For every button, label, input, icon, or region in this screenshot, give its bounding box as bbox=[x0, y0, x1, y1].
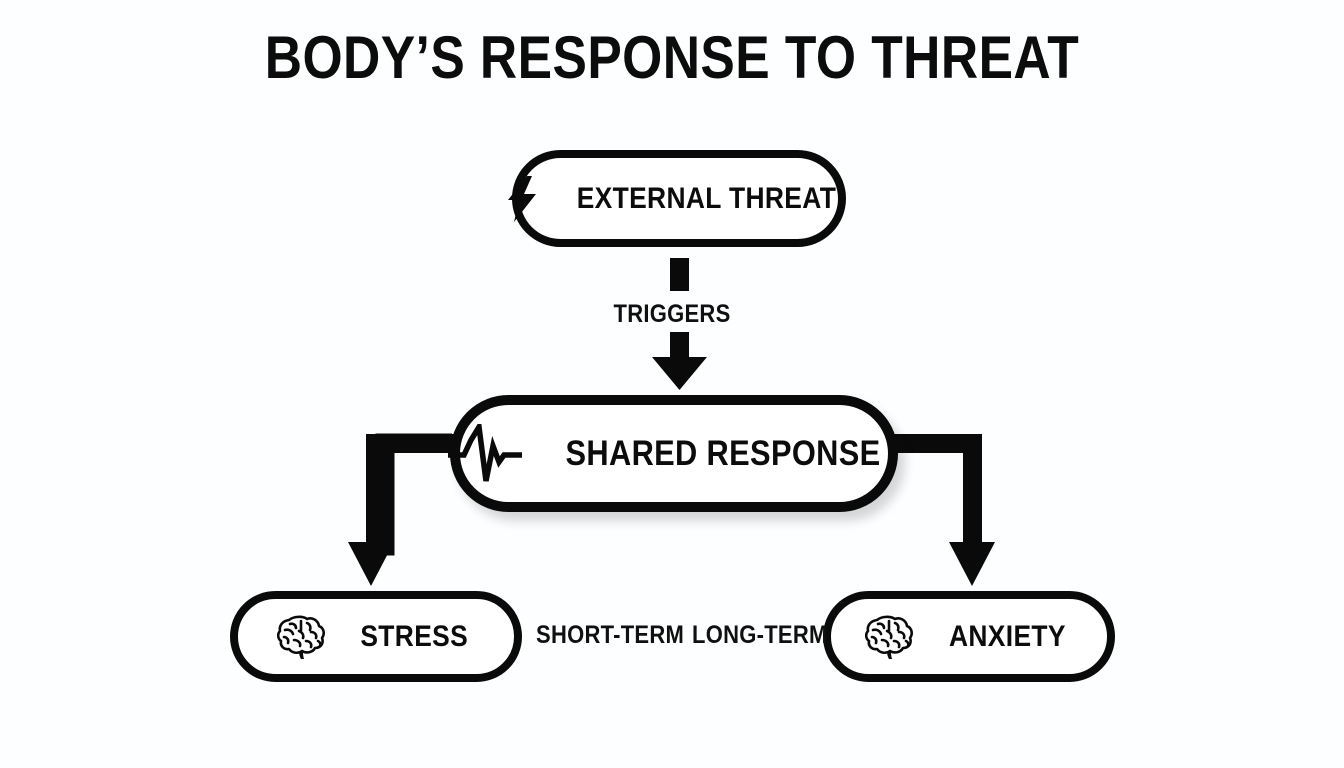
connector-line-left-vertical bbox=[366, 443, 385, 548]
arrowhead-anxiety bbox=[949, 542, 995, 586]
node-stress[interactable]: STRESS bbox=[230, 591, 522, 682]
heartbeat-pulse-icon bbox=[446, 423, 524, 484]
node-label-anxiety: ANXIETY bbox=[948, 619, 1066, 653]
connector-line-right-horizontal bbox=[886, 434, 982, 453]
connector-line-left-horizontal bbox=[366, 434, 462, 453]
page-title: BODY’S RESPONSE TO THREAT bbox=[264, 24, 1080, 91]
connector-line-triggers bbox=[670, 332, 689, 362]
arrowhead-triggers bbox=[652, 357, 707, 390]
brain-icon bbox=[864, 614, 915, 660]
connector-line-right-vertical bbox=[963, 443, 982, 548]
connector-label-long-term: LONG-TERM bbox=[692, 621, 828, 649]
node-external-threat[interactable]: EXTERNAL THREAT bbox=[507, 150, 846, 247]
node-label-shared-response: SHARED RESPONSE bbox=[565, 433, 881, 473]
connector-stub-threat bbox=[670, 258, 689, 291]
arrowhead-stress bbox=[348, 542, 394, 586]
connector-label-triggers: TRIGGERS bbox=[613, 300, 731, 328]
lightning-bolt-icon bbox=[505, 175, 539, 222]
brain-icon bbox=[276, 614, 327, 660]
node-shared-response[interactable]: SHARED RESPONSE bbox=[447, 395, 898, 512]
connector-label-short-term: SHORT-TERM bbox=[536, 621, 685, 649]
node-anxiety[interactable]: ANXIETY bbox=[823, 591, 1115, 682]
connector-line-left-branch bbox=[375, 433, 452, 556]
node-label-external-threat: EXTERNAL THREAT bbox=[576, 181, 836, 215]
node-label-stress: STRESS bbox=[360, 619, 468, 653]
